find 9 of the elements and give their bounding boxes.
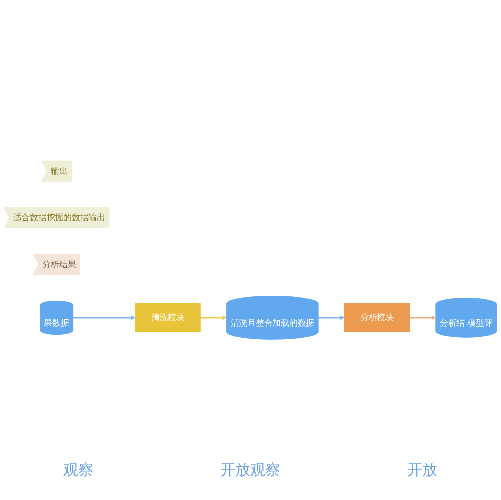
arrow — [318, 315, 345, 320]
node-box: 清洗模块 — [135, 303, 201, 332]
node-box: 分析模块 — [344, 303, 410, 332]
arrow — [410, 315, 436, 320]
caption-text: 开放 — [408, 461, 438, 480]
arrow — [73, 315, 136, 320]
caption-text: 观察 — [64, 461, 94, 480]
arrow — [200, 315, 228, 320]
caption-text: 开放观察 — [220, 461, 280, 480]
